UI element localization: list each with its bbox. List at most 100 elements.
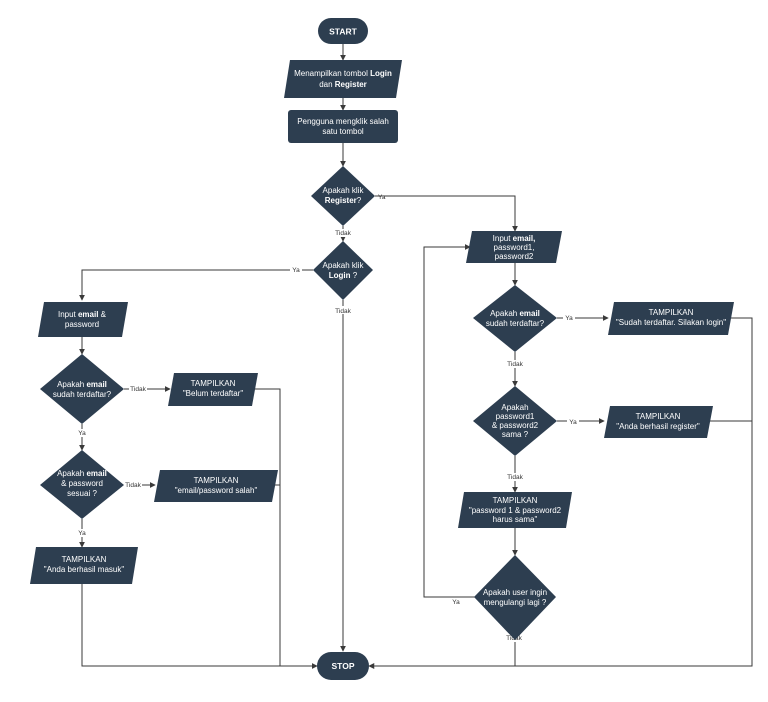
q-match-text: Apakah xyxy=(57,469,86,478)
start-node: START xyxy=(318,18,368,44)
svg-text:dan Register: dan Register xyxy=(319,80,367,89)
q-login-node: Apakah klik Login ? xyxy=(313,241,373,300)
q-email-l-text: Apakah xyxy=(57,380,86,389)
svg-text:Input email &: Input email & xyxy=(58,310,107,319)
show-wrong-line2: "email/password salah" xyxy=(175,486,258,495)
q-email-l-bold: email xyxy=(86,380,106,389)
q-register-post: ? xyxy=(357,196,362,205)
q-repeat-node: Apakah user ingin mengulangi lagi ? xyxy=(474,555,556,640)
q-email-registered-left-node: Apakah email sudah terdaftar? xyxy=(40,354,124,424)
show-not-registered-line1: TAMPILKAN xyxy=(191,379,236,388)
show-already-line1: TAMPILKAN xyxy=(649,308,694,317)
q-login-line1: Apakah klik xyxy=(323,261,365,270)
edge-qrepeat-yes xyxy=(423,244,475,598)
q-register-bold: Register xyxy=(325,196,357,205)
q-same-line1: Apakah xyxy=(501,403,528,412)
q-email-registered-right-node: Apakah email sudah terdaftar? xyxy=(473,285,557,352)
q-register-node: Apakah klik Register? xyxy=(311,166,375,226)
svg-text:Apakah email: Apakah email xyxy=(57,380,107,389)
input-login-text-b: & xyxy=(98,310,106,319)
edge-labels: Ya Tidak Ya Tidak Tidak Ya Tidak Ya Ya T… xyxy=(76,194,579,642)
input-reg-text: Input xyxy=(493,234,513,243)
show-login-ok-line2: "Anda berhasil masuk" xyxy=(44,565,125,574)
q-repeat-line2: mengulangi lagi ? xyxy=(484,598,547,607)
show-buttons-node: Menampilkan tombol Login dan Register xyxy=(284,60,402,98)
show-register-ok-node: TAMPILKAN "Anda berhasil register" xyxy=(604,406,713,438)
edge-qreg-yes xyxy=(375,195,518,232)
show-pass-mismatch-node: TAMPILKAN "password 1 & password2 harus … xyxy=(458,492,572,528)
label-email-l-yes: Ya xyxy=(78,430,86,437)
q-same-line2: password1 xyxy=(496,412,535,421)
edge-already-to-stop xyxy=(515,317,753,667)
show-register-ok-line1: TAMPILKAN xyxy=(636,412,681,421)
show-mismatch-line1: TAMPILKAN xyxy=(493,496,538,505)
show-mismatch-line2: "password 1 & password2 xyxy=(469,506,562,515)
show-buttons-text-a: Menampilkan tombol xyxy=(294,69,370,78)
show-already-line2: "Sudah terdaftar. Silakan login" xyxy=(616,318,726,327)
user-click-line1: Pengguna mengklik salah xyxy=(297,117,389,126)
show-already-node: TAMPILKAN "Sudah terdaftar. Silakan logi… xyxy=(608,302,734,335)
svg-text:Apakah email: Apakah email xyxy=(57,469,107,478)
q-email-r-bold: email xyxy=(519,309,539,318)
show-buttons-bold-a: Login xyxy=(370,69,392,78)
svg-text:Menampilkan tombol Login: Menampilkan tombol Login xyxy=(294,69,392,78)
start-label: START xyxy=(329,27,358,37)
q-email-r-text: Apakah xyxy=(490,309,519,318)
q-same-line4: sama ? xyxy=(502,430,529,439)
show-login-ok-line1: TAMPILKAN xyxy=(62,555,107,564)
input-login-node: Input email & password xyxy=(38,302,128,337)
label-email-r-no: Tidak xyxy=(507,361,523,368)
input-login-text-a: Input xyxy=(58,310,78,319)
show-buttons-text-b: dan xyxy=(319,80,335,89)
svg-text:Apakah email: Apakah email xyxy=(490,309,540,318)
q-pass-same-node: Apakah password1 & password2 sama ? xyxy=(473,386,557,456)
input-reg-bold-c: password2 xyxy=(495,252,534,261)
label-reg-no: Tidak xyxy=(335,230,351,237)
label-match-yes: Ya xyxy=(78,530,86,537)
show-buttons-bold-b: Register xyxy=(335,80,367,89)
stop-label: STOP xyxy=(332,661,355,671)
nodes: START Menampilkan tombol Login dan Regis… xyxy=(30,18,734,680)
q-email-pass-match-node: Apakah email & password sesuai ? xyxy=(40,450,124,519)
user-click-node: Pengguna mengklik salah satu tombol xyxy=(288,110,398,143)
label-same-yes: Ya xyxy=(569,419,577,426)
q-login-bold: Login xyxy=(329,271,351,280)
show-not-registered-node: TAMPILKAN "Belum terdaftar" xyxy=(168,373,258,406)
show-login-ok-node: TAMPILKAN "Anda berhasil masuk" xyxy=(30,547,138,584)
user-click-line2: satu tombol xyxy=(322,127,364,136)
stop-node: STOP xyxy=(317,652,369,680)
input-reg-bold-a: email, xyxy=(513,234,536,243)
q-repeat-line1: Apakah user ingin xyxy=(483,588,547,597)
edge-not-registered-to-stop xyxy=(252,388,281,666)
q-register-line1: Apakah klik xyxy=(323,186,365,195)
q-same-line3: & password2 xyxy=(492,421,539,430)
q-login-post: ? xyxy=(351,271,358,280)
q-email-l-line2: sudah terdaftar? xyxy=(53,390,112,399)
label-repeat-yes: Ya xyxy=(452,599,460,606)
label-email-r-yes: Ya xyxy=(565,315,573,322)
show-not-registered-line2: "Belum terdaftar" xyxy=(183,389,244,398)
label-login-yes: Ya xyxy=(292,267,300,274)
q-email-r-line2: sudah terdaftar? xyxy=(486,319,545,328)
q-match-bold-a: email xyxy=(86,469,106,478)
show-wrong-line1: TAMPILKAN xyxy=(194,476,239,485)
show-wrong-node: TAMPILKAN "email/password salah" xyxy=(154,470,278,502)
label-reg-yes: Ya xyxy=(378,194,386,201)
input-login-bold-b: password xyxy=(65,320,99,329)
input-login-bold-a: email xyxy=(78,310,98,319)
svg-text:Input email,: Input email, xyxy=(493,234,536,243)
input-register-node: Input email, password1, password2 xyxy=(466,231,562,263)
q-match-line3: sesuai ? xyxy=(67,489,97,498)
svg-text:Register?: Register? xyxy=(325,196,362,205)
show-register-ok-line2: "Anda berhasil register" xyxy=(616,422,700,431)
label-match-no: Tidak xyxy=(125,482,141,489)
edge-qrepeat-no xyxy=(368,640,516,669)
svg-text:Login ?: Login ? xyxy=(329,271,358,280)
show-mismatch-line3: harus sama" xyxy=(493,515,538,524)
input-reg-bold-b: password1, xyxy=(494,243,535,252)
label-same-no: Tidak xyxy=(507,474,523,481)
edge-login-ok-to-stop xyxy=(81,584,318,669)
q-match-bold-b: & password xyxy=(61,479,103,488)
label-email-l-no: Tidak xyxy=(130,386,146,393)
